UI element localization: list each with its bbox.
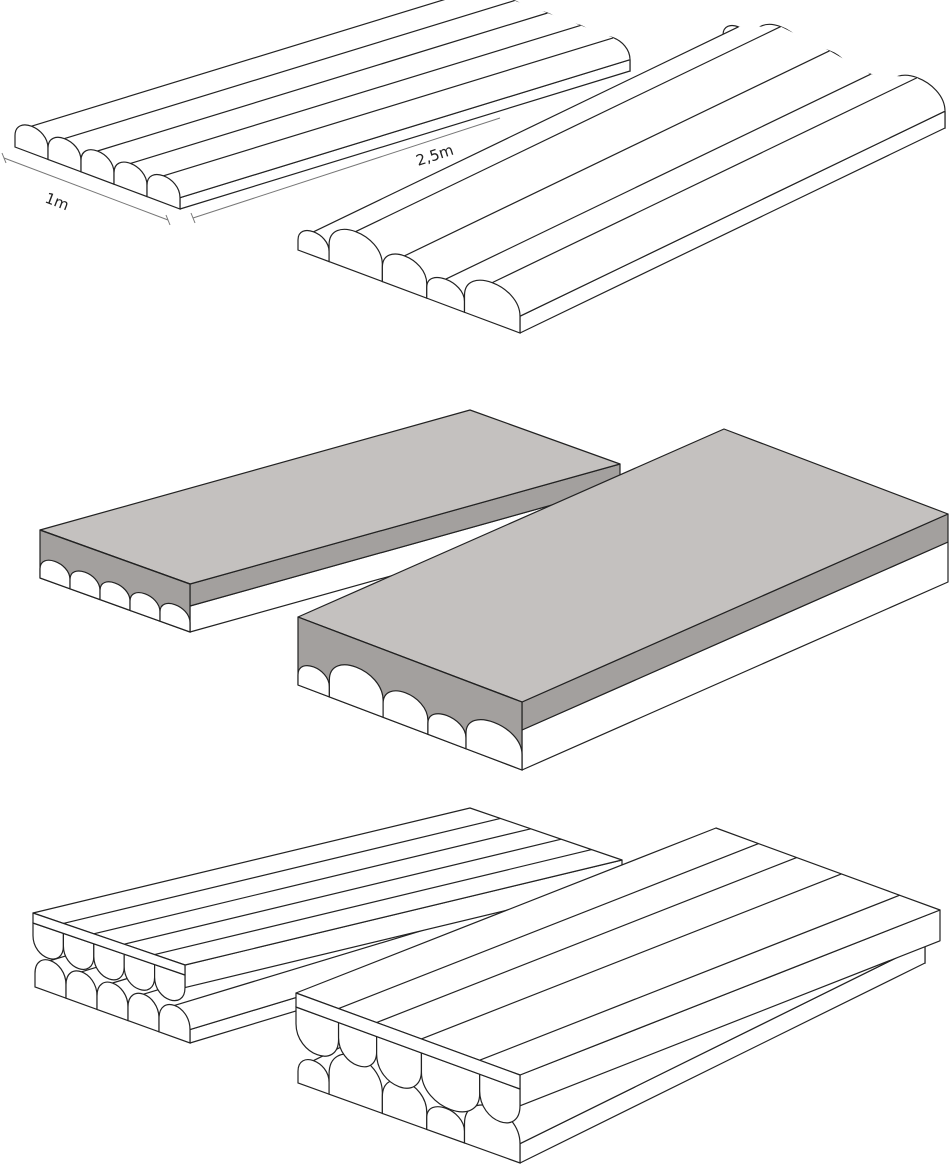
dimension-tick [190, 212, 196, 224]
joint-line [376, 856, 797, 1024]
ridge-line [31, 0, 446, 127]
ridge-line [491, 77, 918, 284]
top-plate [32, 912, 186, 976]
front-arch [479, 1073, 521, 1124]
top-surface [313, 26, 945, 317]
front-arch [297, 1059, 330, 1096]
front-arch [146, 173, 181, 210]
front-arch [297, 229, 330, 263]
edge-line [519, 110, 946, 317]
edge-line [179, 59, 631, 199]
edge-line [297, 616, 523, 703]
front-arch [96, 981, 129, 1022]
front-arch [154, 963, 186, 1002]
joint-line [154, 849, 592, 956]
top-plate [295, 992, 521, 1090]
front-arch [158, 1003, 191, 1044]
edge-line [519, 943, 926, 1145]
dimension-line-length [192, 117, 501, 219]
ridge-line [313, 26, 739, 233]
front-arch [65, 970, 98, 1011]
ridge-line [404, 50, 830, 257]
row-single-panels [14, 0, 946, 334]
joint-line [124, 838, 562, 945]
ridge-line [355, 26, 781, 233]
dimension-tick [165, 214, 171, 226]
joint-line [421, 873, 842, 1040]
length-label: 2,5m [414, 141, 456, 170]
front-arch [159, 602, 191, 633]
width-label: 1m [43, 189, 72, 214]
front-arch [34, 959, 67, 1000]
front-arch [463, 279, 521, 334]
front-arch [465, 719, 523, 771]
row-stacked-panels [32, 807, 941, 1164]
joint-line [479, 894, 900, 1061]
ridge-line [64, 0, 515, 140]
dimension-width: 1m [1, 152, 171, 226]
ridge-line [97, 12, 548, 152]
edge-line [39, 529, 191, 585]
joint-line [63, 817, 501, 924]
ridge-line [163, 37, 614, 177]
dimension-tick [1, 152, 7, 164]
front-arch [127, 992, 160, 1033]
ridge-line [130, 24, 581, 164]
front-arch [426, 276, 466, 314]
joint-line [93, 828, 531, 935]
ridge-line [445, 73, 871, 280]
dimension-line-width [3, 157, 169, 221]
joint-line [338, 843, 759, 1010]
row-slab-panels [39, 409, 949, 771]
